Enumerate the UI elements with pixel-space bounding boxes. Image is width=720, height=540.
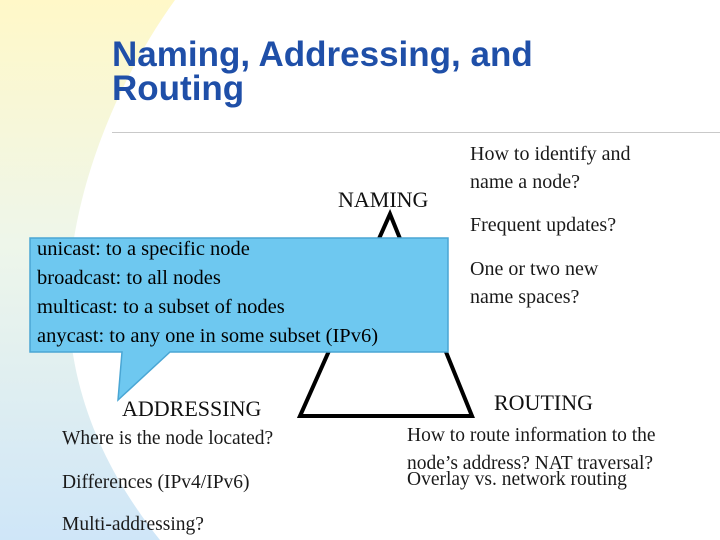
routing-label: ROUTING [494,390,593,415]
callout-multicast: multicast: to a subset of nodes [37,296,285,318]
callout-text: unicast: to a specific node broadcast: t… [37,235,378,351]
page-title: Naming, Addressing, and Routing [112,35,533,108]
addressing-note-multi: Multi-addressing? [62,514,204,535]
callout-bubble [29,237,449,402]
callout-anycast: anycast: to any one in some subset (IPv6… [37,325,379,347]
routing-note-route-2: node’s address? NAT traversal? [407,453,654,474]
routing-note-route-1: How to route information to the [407,425,656,446]
addressing-label: ADDRESSING [122,396,262,421]
naming-note-identify-2: name a node? [470,171,580,193]
title-divider [112,132,720,133]
naming-note-updates: Frequent updates? [470,214,617,236]
addressing-note-located: Where is the node located? [62,428,274,449]
callout-unicast: unicast: to a specific node [37,238,250,260]
addressing-note-differences: Differences (IPv4/IPv6) [62,472,250,493]
routing-note-overlay: Overlay vs. network routing [407,469,627,490]
naming-label: NAMING [338,187,429,212]
callout-broadcast: broadcast: to all nodes [37,267,221,289]
naming-note-namespaces-2: name spaces? [470,286,580,308]
naming-note-identify-1: How to identify and [470,143,631,165]
naming-note-namespaces-1: One or two new [470,258,599,280]
decorative-gradient-shape [0,0,175,540]
